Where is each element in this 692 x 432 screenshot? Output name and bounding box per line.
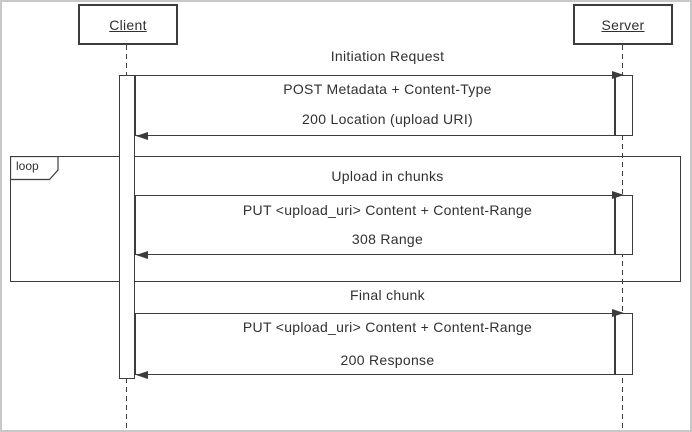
message-box-initiation — [135, 75, 615, 136]
request-arrowhead-right-icon — [612, 309, 624, 317]
loop-fragment-frame — [10, 156, 681, 282]
request-arrowhead-right-icon — [612, 71, 624, 79]
response-arrowhead-left-icon — [136, 251, 148, 259]
message-box-chunk-upload — [135, 195, 615, 255]
message-box-final-chunk — [135, 313, 615, 375]
server-activation-bar-chunk — [615, 195, 633, 255]
response-arrowhead-left-icon — [136, 132, 148, 140]
server-activation-bar-final — [615, 313, 633, 375]
loop-fragment-tag — [10, 156, 59, 181]
response-message: 200 Response — [340, 352, 435, 368]
actor-box-client: Client — [78, 4, 178, 45]
request-message: PUT <upload_uri> Content + Content-Range — [242, 202, 533, 218]
section-title: Initiation Request — [330, 48, 445, 64]
server-activation-bar-initiation — [615, 75, 633, 136]
response-message: 308 Range — [351, 231, 424, 247]
client-activation-bar — [119, 75, 135, 379]
section-title: Final chunk — [350, 287, 425, 303]
actor-box-server: Server — [573, 4, 673, 45]
request-message: POST Metadata + Content-Type — [283, 81, 492, 97]
actor-label-client: Client — [109, 16, 147, 33]
loop-fragment-label: loop — [16, 159, 39, 173]
request-arrowhead-right-icon — [612, 191, 624, 199]
section-title: Upload in chunks — [331, 168, 444, 184]
response-message: 200 Location (upload URI) — [302, 111, 473, 127]
response-arrowhead-left-icon — [136, 371, 148, 379]
actor-label-server: Server — [601, 16, 645, 33]
request-message: PUT <upload_uri> Content + Content-Range — [242, 319, 533, 335]
